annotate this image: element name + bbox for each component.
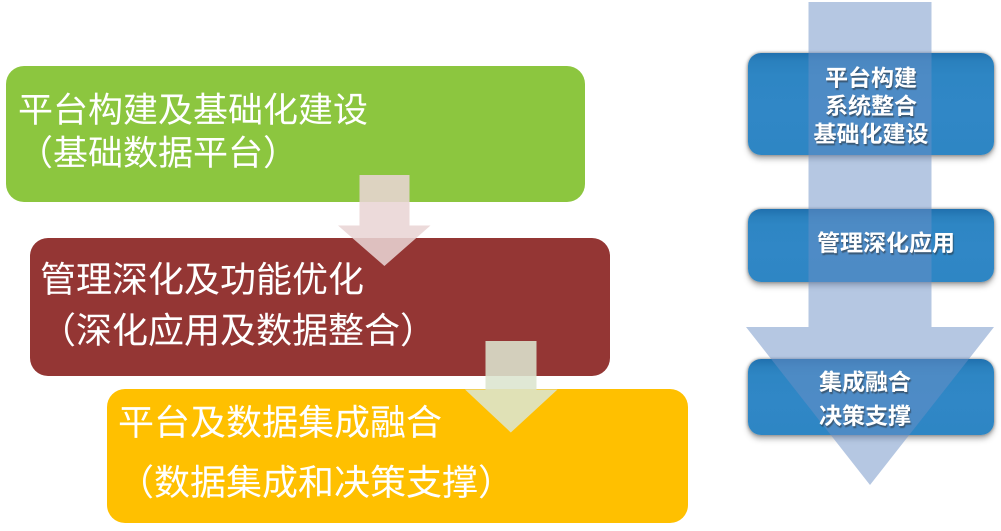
stage-label-line: 管理深化应用 (817, 223, 955, 258)
step-platform-foundation-subtitle: （基础数据平台） (18, 125, 299, 176)
stage-label-line: 基础化建设 (813, 115, 929, 149)
step-box-management-optimization: 管理深化及功能优化 （深化应用及数据整合） (30, 238, 610, 376)
step-box-integration-fusion: 平台及数据集成融合 （数据集成和决策支撑） (107, 389, 688, 523)
stage-label-line: 决策支撑 (819, 397, 911, 431)
step-integration-fusion-title: 平台及数据集成融合 (118, 394, 443, 446)
step-management-optimization-title: 管理深化及功能优化 (40, 251, 365, 303)
step-integration-fusion-subtitle: （数据集成和决策支撑） (118, 454, 515, 506)
step-box-platform-foundation: 平台构建及基础化建设 （基础数据平台） (6, 66, 585, 202)
step-management-optimization-subtitle: （深化应用及数据整合） (40, 302, 437, 354)
stage-label-line: 系统整合 (825, 87, 917, 121)
stage-label-deepen: 管理深化应用 (748, 209, 994, 282)
stage-label-line: 集成融合 (819, 363, 911, 397)
stage-label-line: 平台构建 (825, 59, 917, 93)
step-platform-foundation-title: 平台构建及基础化建设 (18, 82, 369, 133)
stage-label-integrate: 集成融合 决策支撑 (748, 359, 994, 435)
stage-label-build: 平台构建 系统整合 基础化建设 (748, 53, 994, 155)
